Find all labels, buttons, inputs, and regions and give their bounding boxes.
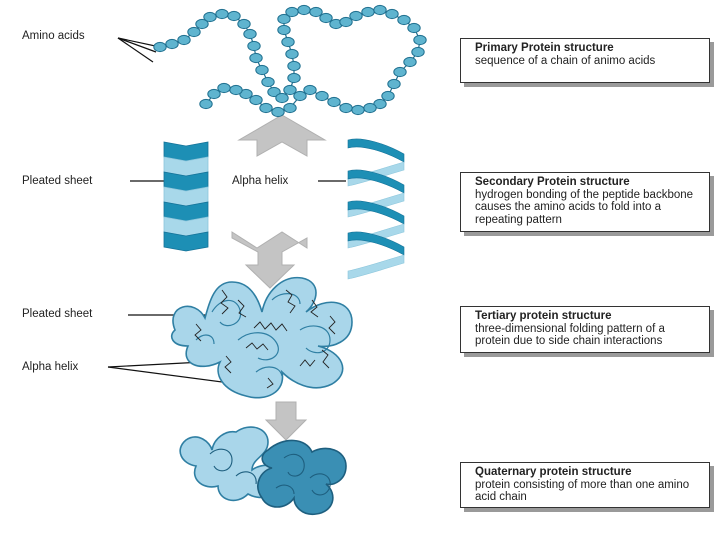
- amino-acid-bead: [327, 96, 341, 108]
- amino-acid-bead: [413, 34, 427, 46]
- amino-acid-bead: [315, 90, 329, 102]
- amino-acid-bead: [339, 102, 353, 114]
- tertiary-fold-backbone: [194, 289, 336, 389]
- amino-acid-bead: [203, 11, 217, 23]
- amino-acid-bead: [351, 104, 365, 116]
- alpha-helix-illustration: [347, 138, 405, 280]
- transition-arrows: [231, 114, 327, 441]
- box-tertiary-title: Tertiary protein structure: [475, 310, 612, 322]
- amino-acid-bead: [287, 72, 301, 84]
- amino-acid-bead: [381, 90, 395, 102]
- amino-acid-bead: [393, 66, 407, 78]
- label-alpha-helix-secondary: Alpha helix: [232, 175, 289, 187]
- quaternary-structure-illustration: [179, 426, 347, 516]
- amino-acid-bead: [261, 76, 275, 88]
- amino-acid-bead: [275, 92, 289, 104]
- leader-amino-2: [117, 37, 161, 48]
- helix-front-turn: [347, 138, 405, 163]
- amino-acid-bead: [195, 18, 209, 30]
- quaternary-folds: [209, 448, 331, 496]
- amino-acid-bead: [255, 64, 269, 76]
- leader-amino-1: [117, 37, 157, 53]
- amino-acid-bead: [339, 16, 353, 28]
- amino-acid-bead: [281, 36, 295, 48]
- amino-acid-bead: [309, 6, 323, 18]
- amino-acid-bead: [285, 6, 299, 18]
- amino-acid-bead: [259, 102, 273, 114]
- amino-acid-bead: [243, 28, 257, 40]
- box-quaternary-description: protein consisting of more than one amin…: [475, 478, 690, 504]
- amino-acid-bead: [227, 10, 241, 22]
- box-secondary-description: hydrogen bonding of the peptide backbone…: [475, 188, 694, 226]
- label-pleated-sheet-tertiary: Pleated sheet: [22, 308, 93, 320]
- amino-acid-bead: [271, 106, 285, 118]
- amino-acid-bead: [319, 12, 333, 24]
- pleat-segment: [163, 231, 209, 252]
- box-tertiary-structure: Tertiary protein structure three-dimensi…: [460, 306, 710, 353]
- box-primary-description: sequence of a chain of animo acids: [475, 54, 656, 67]
- amino-acid-bead: [287, 60, 301, 72]
- tertiary-structure-illustration: [171, 276, 353, 399]
- box-tertiary-description: three-dimensional folding pattern of a p…: [475, 322, 665, 348]
- amino-acid-bead: [411, 46, 425, 58]
- amino-acid-bead: [177, 34, 191, 46]
- helix-back-turn: [347, 254, 405, 280]
- amino-acid-bead: [283, 84, 297, 96]
- amino-acid-bead: [249, 52, 263, 64]
- amino-acid-bead: [215, 8, 229, 20]
- box-primary-title: Primary Protein structure: [475, 42, 614, 54]
- amino-acid-bead: [207, 88, 221, 100]
- amino-acid-bead: [285, 48, 299, 60]
- amino-acid-bead: [397, 14, 411, 26]
- amino-acid-bead: [237, 18, 251, 30]
- amino-acid-bead: [387, 78, 401, 90]
- tertiary-fold-body: [171, 276, 353, 399]
- amino-acid-bead: [385, 8, 399, 20]
- amino-acid-bead: [229, 84, 243, 96]
- amino-acid-bead: [361, 6, 375, 18]
- amino-acid-bead: [199, 98, 213, 110]
- amino-acid-bead: [247, 40, 261, 52]
- box-primary-structure: Primary Protein structure sequence of a …: [460, 38, 710, 83]
- amino-acid-bead: [373, 4, 387, 16]
- amino-acid-bead: [293, 90, 307, 102]
- label-pleated-sheet-secondary: Pleated sheet: [22, 175, 93, 187]
- amino-acid-bead: [349, 10, 363, 22]
- arrow-primary-to-secondary: [237, 114, 327, 157]
- arrow-secondary-to-tertiary: [231, 231, 308, 289]
- box-secondary-title: Secondary Protein structure: [475, 176, 630, 188]
- box-secondary-structure: Secondary Protein structure hydrogen bon…: [460, 172, 710, 232]
- amino-acid-bead: [363, 102, 377, 114]
- amino-acid-bead: [297, 4, 311, 16]
- box-quaternary-title: Quaternary protein structure: [475, 466, 632, 478]
- pleated-sheet-illustration: [163, 141, 209, 252]
- amino-acid-bead: [303, 84, 317, 96]
- amino-acid-bead: [283, 102, 297, 114]
- amino-acid-bead: [277, 13, 291, 25]
- leader-amino-3: [117, 37, 154, 63]
- amino-acid-bead: [267, 86, 281, 98]
- subunit-dark: [257, 439, 347, 516]
- arrow-tertiary-to-quaternary: [264, 401, 308, 441]
- amino-acid-chain: [153, 4, 427, 118]
- box-quaternary-structure: Quaternary protein structure protein con…: [460, 462, 710, 508]
- label-alpha-helix-tertiary: Alpha helix: [22, 361, 79, 373]
- amino-acid-bead: [217, 82, 231, 94]
- amino-acid-bead: [277, 24, 291, 36]
- amino-acid-bead: [403, 56, 417, 68]
- amino-acid-bead: [249, 94, 263, 106]
- amino-acid-bead: [153, 41, 167, 53]
- amino-acid-bead: [187, 26, 201, 38]
- label-amino-acids: Amino acids: [22, 30, 85, 42]
- amino-acid-bead: [165, 38, 179, 50]
- amino-acid-bead: [407, 22, 421, 34]
